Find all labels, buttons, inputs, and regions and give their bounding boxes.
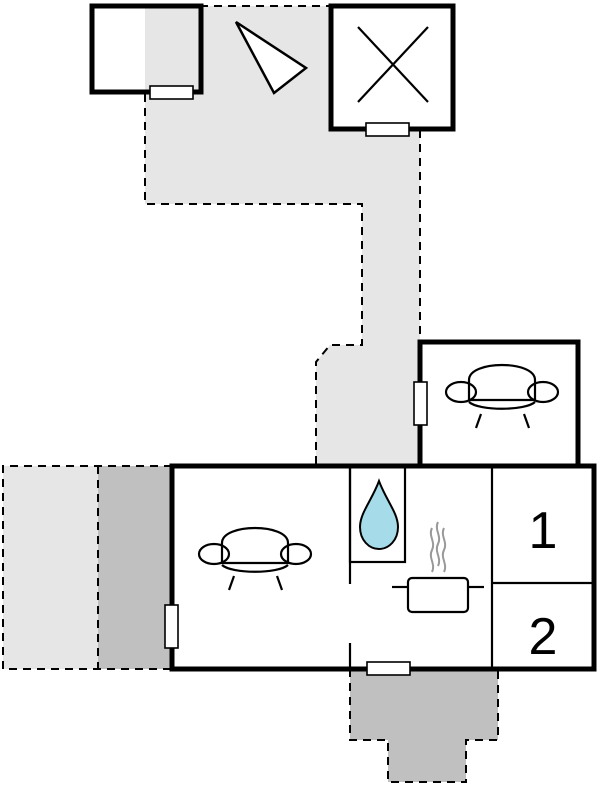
terrace-path-top <box>145 6 420 465</box>
steam-lines <box>429 521 447 573</box>
terrace-entrance <box>350 669 498 782</box>
door-sauna <box>149 85 194 100</box>
sauna-room <box>89 3 309 95</box>
terraces <box>2 5 499 783</box>
door-entrance <box>366 661 411 676</box>
sauna-triangle-icon <box>234 20 309 95</box>
shower-cross-icon <box>357 26 429 103</box>
terrace-left-light <box>3 466 98 669</box>
cooking-pot-icon <box>392 521 484 614</box>
bedroom-1-number: 1 <box>529 502 558 560</box>
bedroom-2-number: 2 <box>529 608 558 666</box>
door-lounge <box>413 381 428 426</box>
door-shower <box>365 122 410 137</box>
sofa-icon <box>197 527 313 591</box>
door-living-left <box>164 604 179 649</box>
sofa-icon <box>444 364 560 429</box>
doors <box>149 85 428 676</box>
terrace-left-dark <box>98 466 172 669</box>
shower-room <box>328 3 456 132</box>
water-drop-icon <box>358 478 400 551</box>
